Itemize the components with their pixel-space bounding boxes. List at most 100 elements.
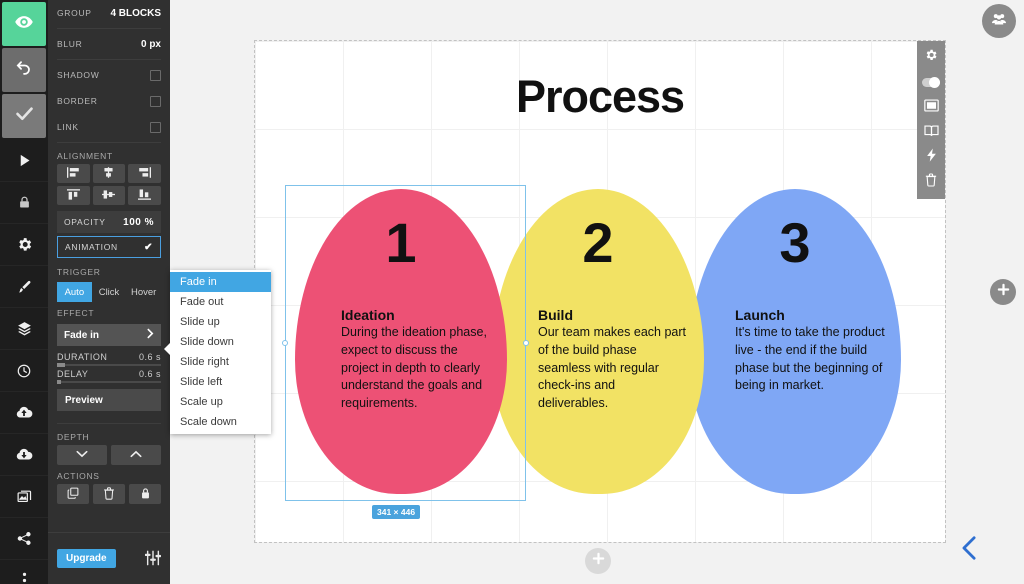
- add-slide-right-button[interactable]: [990, 279, 1016, 305]
- rail-item-settings[interactable]: [0, 224, 48, 266]
- rail-item-download[interactable]: [0, 434, 48, 476]
- duplicate-icon: [67, 487, 79, 501]
- duration-knob[interactable]: [57, 363, 65, 367]
- blob-ideation[interactable]: 1 Ideation During the ideation phase, ex…: [295, 189, 507, 494]
- rail-item-media[interactable]: [0, 476, 48, 518]
- rail-item-lock[interactable]: [0, 182, 48, 224]
- align-top-icon: [66, 189, 80, 202]
- depth-label: DEPTH: [57, 432, 90, 442]
- dropdown-item-fade-in[interactable]: Fade in: [170, 272, 271, 292]
- effect-select[interactable]: Fade in: [57, 324, 161, 346]
- border-checkbox[interactable]: [150, 95, 161, 107]
- undo-button[interactable]: [2, 48, 46, 92]
- align-right-button[interactable]: [128, 164, 161, 183]
- lightning-icon: [926, 148, 937, 167]
- confirm-button[interactable]: [2, 94, 46, 138]
- trigger-segmented-control: Auto Click Hover: [57, 282, 161, 302]
- collaborators-button[interactable]: [982, 4, 1016, 38]
- divider: [57, 59, 161, 60]
- rail-item-upload[interactable]: [0, 392, 48, 434]
- link-checkbox[interactable]: [150, 121, 161, 133]
- resize-handle-right[interactable]: [523, 340, 529, 346]
- align-left-button[interactable]: [57, 164, 90, 183]
- align-center-vertical-button[interactable]: [92, 186, 126, 205]
- slide-animation-button[interactable]: [917, 145, 945, 170]
- upgrade-button[interactable]: Upgrade: [57, 549, 116, 568]
- rail-item-history[interactable]: [0, 350, 48, 392]
- shadow-row[interactable]: SHADOW: [48, 62, 170, 88]
- resize-handle-left[interactable]: [282, 340, 288, 346]
- dropdown-item-fade-out[interactable]: Fade out: [180, 296, 224, 308]
- size-badge: 341 × 446: [372, 505, 421, 519]
- rail-item-play[interactable]: [0, 140, 48, 182]
- dropdown-item-scale-up[interactable]: Scale up: [180, 396, 223, 408]
- duration-slider[interactable]: DURATION 0.6 s: [48, 349, 170, 367]
- brush-icon: [16, 279, 32, 295]
- rail-item-layers[interactable]: [0, 308, 48, 350]
- layers-icon: [16, 320, 33, 337]
- opacity-control[interactable]: OPACITY 100 %: [57, 211, 161, 233]
- back-button[interactable]: [960, 535, 979, 566]
- delay-slider[interactable]: DELAY 0.6 s: [48, 366, 170, 384]
- sliders-icon[interactable]: [144, 550, 162, 568]
- people-icon: [991, 11, 1007, 32]
- blur-label: BLUR: [57, 39, 83, 49]
- duration-track[interactable]: [57, 363, 161, 367]
- cloud-download-icon: [15, 446, 33, 464]
- gear-icon: [16, 236, 33, 253]
- border-row[interactable]: BORDER: [48, 88, 170, 114]
- slide-delete-button[interactable]: [917, 170, 945, 195]
- trigger-option-hover[interactable]: Hover: [131, 286, 157, 298]
- rail-item-more[interactable]: [0, 560, 48, 584]
- depth-bring-forward-button[interactable]: [111, 445, 161, 465]
- delete-button[interactable]: [93, 484, 125, 504]
- slide-artboard[interactable]: Process 3 Launch It's time to take the p…: [254, 40, 946, 543]
- effect-label: EFFECT: [57, 308, 95, 318]
- opacity-value: 100 %: [123, 216, 154, 228]
- more-vertical-icon: [22, 572, 27, 584]
- delay-knob[interactable]: [57, 380, 61, 384]
- blob-heading-1: Ideation: [341, 307, 395, 323]
- align-center-vertical-icon: [102, 189, 116, 202]
- shadow-checkbox[interactable]: [150, 69, 161, 81]
- dropdown-item-slide-up[interactable]: Slide up: [180, 316, 220, 328]
- trigger-option-auto[interactable]: Auto: [57, 282, 92, 302]
- align-bottom-button[interactable]: [128, 186, 161, 205]
- link-label: LINK: [57, 122, 79, 132]
- divider: [57, 423, 161, 424]
- rail-item-style[interactable]: [0, 266, 48, 308]
- effect-dropdown-menu[interactable]: Fade in Fade out Slide up Slide down Sli…: [164, 270, 271, 434]
- slide-settings-button[interactable]: [917, 45, 945, 70]
- dropdown-item-slide-left[interactable]: Slide left: [180, 376, 223, 388]
- blob-body-1: During the ideation phase, expect to dis…: [341, 325, 487, 410]
- preview-button[interactable]: Preview: [57, 389, 161, 411]
- slide-visibility-toggle[interactable]: [917, 70, 945, 95]
- blob-launch[interactable]: 3 Launch It's time to take the product l…: [689, 189, 901, 494]
- align-center-horizontal-button[interactable]: [92, 164, 126, 183]
- dropdown-item-scale-down[interactable]: Scale down: [180, 416, 237, 428]
- canvas-area[interactable]: Process 3 Launch It's time to take the p…: [170, 0, 1024, 584]
- rail-item-share[interactable]: [0, 518, 48, 560]
- depth-send-backward-button[interactable]: [57, 445, 107, 465]
- slide-title[interactable]: Process: [515, 71, 685, 122]
- slide-frame-button[interactable]: [917, 95, 945, 120]
- lock-button[interactable]: [129, 484, 161, 504]
- slide-notes-button[interactable]: [917, 120, 945, 145]
- dropdown-item-slide-down[interactable]: Slide down: [180, 336, 234, 348]
- align-top-button[interactable]: [57, 186, 90, 205]
- trigger-option-click[interactable]: Click: [98, 286, 120, 298]
- duplicate-button[interactable]: [57, 484, 89, 504]
- preview-eye-button[interactable]: [2, 2, 46, 46]
- link-row[interactable]: LINK: [48, 114, 170, 140]
- selection-box[interactable]: [282, 185, 529, 501]
- delay-track[interactable]: [57, 380, 161, 384]
- play-icon: [17, 153, 32, 168]
- dropdown-item-slide-right[interactable]: Slide right: [180, 356, 229, 368]
- animation-toggle[interactable]: ANIMATION ✔: [57, 236, 161, 258]
- undo-icon: [14, 58, 34, 83]
- images-icon: [16, 488, 33, 505]
- blur-value: 0 px: [140, 38, 161, 50]
- blur-row[interactable]: BLUR 0 px: [48, 31, 170, 57]
- clock-icon: [16, 363, 32, 379]
- add-slide-bottom-button[interactable]: [585, 548, 611, 574]
